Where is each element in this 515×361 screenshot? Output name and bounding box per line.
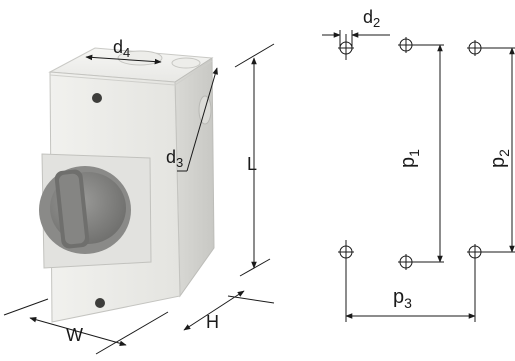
d4-label: d [113, 37, 123, 57]
d3-subscript: 3 [176, 155, 183, 170]
p1-label: p [397, 157, 419, 168]
d3-label: d [166, 147, 176, 167]
dimension-p1: p1 [397, 44, 443, 263]
dimension-W: W [3, 298, 169, 355]
svg-text:p1: p1 [397, 149, 422, 168]
enclosure-side-face [174, 57, 215, 298]
dimension-p2: p2 [487, 47, 515, 253]
mounting-hole-icon [398, 254, 414, 270]
p2-label: p [487, 157, 509, 168]
cable-entry-boss [171, 57, 201, 69]
dimension-H: H [183, 290, 275, 332]
screw-top-icon [92, 93, 102, 103]
H-label: H [206, 312, 219, 332]
switch-enclosure [39, 47, 215, 323]
mounting-hole-icon [467, 40, 483, 56]
p2-subscript: 2 [496, 149, 512, 157]
W-label: W [66, 325, 83, 345]
d2-subscript: 2 [373, 15, 380, 30]
dimension-p3: p3 [345, 260, 476, 322]
d2-label: d [363, 7, 373, 27]
svg-text:d4: d4 [113, 37, 130, 60]
screw-bottom-icon [95, 298, 105, 308]
p3-label: p [393, 286, 404, 308]
lid-seam [49, 60, 213, 86]
svg-text:d2: d2 [363, 7, 380, 30]
svg-text:d3: d3 [166, 147, 183, 170]
d4-subscript: 4 [123, 45, 130, 60]
L-label: L [247, 154, 257, 174]
dimension-L: L [234, 43, 275, 277]
mounting-pattern: p1 p2 p3 d2 [322, 7, 515, 322]
dimension-d2: d2 [322, 7, 390, 50]
mounting-hole-icon [398, 37, 414, 53]
dimension-d3: d3 [166, 67, 218, 172]
dimension-d4: d4 [85, 37, 162, 65]
svg-text:p2: p2 [487, 149, 512, 168]
mounting-hole-icon [467, 244, 483, 260]
p1-subscript: 1 [406, 149, 422, 157]
svg-text:p3: p3 [393, 286, 412, 311]
mounting-hole-icon [338, 240, 354, 264]
p3-subscript: 3 [404, 295, 412, 311]
rotary-knob [39, 166, 131, 254]
